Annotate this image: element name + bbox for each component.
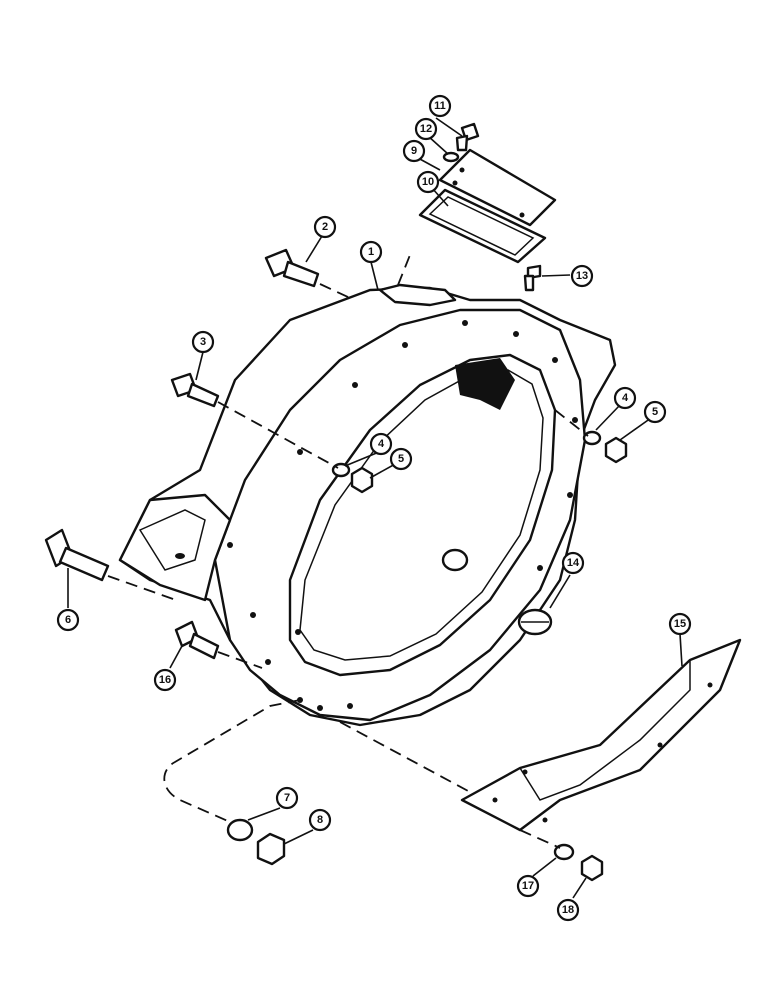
callout-10-label: 10 [422, 176, 434, 188]
callout-15-label: 15 [674, 618, 686, 630]
callout-12: 12 [414, 117, 438, 141]
callout-6-label: 6 [65, 614, 71, 626]
callout-12-label: 12 [420, 123, 432, 135]
callout-4-left: 4 [369, 432, 393, 456]
cover-bolt [455, 122, 480, 152]
callout-3-label: 3 [200, 336, 206, 348]
side-bolt [170, 372, 220, 408]
callout-3: 3 [191, 330, 215, 354]
inspection-cover [460, 638, 742, 832]
callout-2-label: 2 [322, 221, 328, 233]
callout-17-label: 17 [522, 880, 534, 892]
callout-4-right-label: 4 [622, 392, 629, 404]
callout-5-left: 5 [389, 447, 413, 471]
housing-plug-bolt [523, 264, 542, 292]
plug [517, 608, 553, 636]
flywheel-housing [118, 283, 617, 727]
callout-5-right-label: 5 [652, 406, 658, 418]
nut-left [350, 466, 374, 494]
callout-5-right: 5 [643, 400, 667, 424]
callout-11-label: 11 [434, 100, 446, 112]
nut-right [604, 436, 628, 464]
face-bolt-holes [227, 320, 578, 711]
callout-4-left-label: 4 [378, 438, 385, 450]
stud [44, 528, 110, 582]
callouts: 1 2 3 4 4 5 5 6 7 8 9 10 11 12 13 14 15 … [56, 94, 692, 922]
callout-17: 17 [516, 874, 540, 898]
callout-13-label: 13 [576, 270, 588, 282]
lower-bolt [174, 620, 220, 660]
cover-plate [438, 148, 557, 227]
leader-lines [67, 117, 683, 899]
callout-18: 18 [556, 898, 580, 922]
washer-bottom [226, 818, 254, 842]
upper-bolt [264, 248, 320, 288]
callout-7-label: 7 [284, 792, 290, 804]
callout-18-label: 18 [562, 904, 574, 916]
callout-14: 14 [561, 551, 585, 575]
callout-7: 7 [275, 786, 299, 810]
cover-gasket [418, 188, 547, 264]
nut-bottom [256, 832, 286, 866]
callout-8-label: 8 [317, 814, 323, 826]
callout-10: 10 [416, 170, 440, 194]
callout-8: 8 [308, 808, 332, 832]
callout-16-label: 16 [159, 674, 171, 686]
callout-1-label: 1 [368, 246, 374, 258]
callout-2: 2 [313, 215, 337, 239]
callout-14-label: 14 [567, 557, 580, 569]
callout-9-label: 9 [411, 145, 417, 157]
callout-1: 1 [359, 240, 383, 264]
nut-cover [580, 854, 604, 882]
callout-5-left-label: 5 [398, 453, 404, 465]
callout-11: 11 [428, 94, 452, 118]
callout-9: 9 [402, 139, 426, 163]
callout-15: 15 [668, 612, 692, 636]
callout-16: 16 [153, 668, 177, 692]
callout-6: 6 [56, 608, 80, 632]
callout-4-right: 4 [613, 386, 637, 410]
cover-lock-washer [442, 151, 460, 163]
alignment-lines [107, 249, 589, 849]
callout-13: 13 [570, 264, 594, 288]
